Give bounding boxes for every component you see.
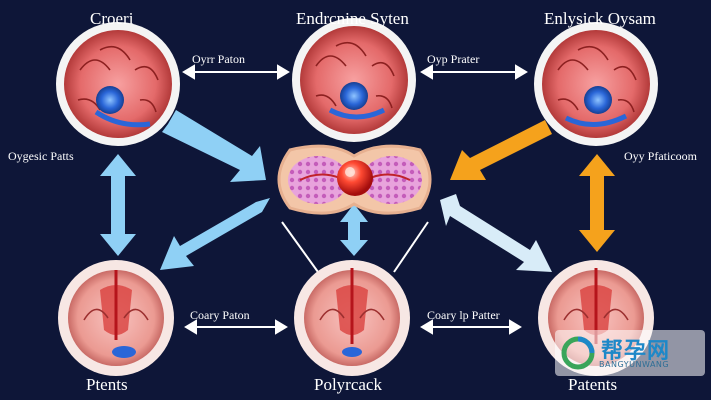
center-vertical-arrow [340, 204, 368, 256]
brain-node-top-left [56, 22, 180, 146]
organ-node-bottom-center [294, 260, 410, 376]
eye-icon [340, 82, 368, 110]
bottom-left-diagonal-arrow [160, 198, 270, 270]
label-bottom-link-right: Coary lp Patter [427, 308, 500, 322]
watermark-title: 帮孕网 [601, 339, 671, 364]
organ-node-bottom-left [58, 260, 174, 376]
center-to-bottom-line-left [281, 221, 319, 273]
label-top-link-left: Oyrr Paton [192, 52, 245, 66]
center-organ [277, 144, 432, 215]
top-left-link-arrow [182, 64, 290, 80]
bottom-right-link-arrow [420, 319, 522, 335]
label-bottom-right: Patents [568, 375, 618, 394]
brain-node-top-right [534, 22, 658, 146]
label-bottom-link-left: Coary Paton [190, 308, 250, 322]
label-top-left: Croeri [90, 9, 134, 28]
left-vertical-arrow [100, 154, 136, 256]
label-top-right: Enlysick Oysam [544, 9, 656, 28]
label-bottom-left: Ptents [86, 375, 128, 394]
connectors [100, 64, 615, 335]
label-mid-right: Oyy Pfaticoom [624, 149, 697, 163]
label-top-link-right: Oyp Prater [427, 52, 480, 66]
bottom-right-diagonal-arrow [440, 194, 552, 272]
eye-icon [96, 86, 124, 114]
label-bottom-center: Polyrcack [314, 375, 382, 394]
label-mid-left: Oygesic Patts [8, 149, 74, 163]
eye-icon [584, 86, 612, 114]
label-top-center: Endrcnine Syten [296, 9, 409, 28]
watermark-logo-icon [561, 336, 595, 370]
brain-node-top-center [292, 18, 416, 142]
bottom-left-link-arrow [184, 319, 288, 335]
right-vertical-arrow [579, 154, 615, 252]
top-right-link-arrow [420, 64, 528, 80]
center-to-bottom-line-right [393, 221, 429, 273]
top-right-diagonal-arrow [450, 120, 552, 180]
watermark-subtitle: BANGYUNWANG [599, 360, 670, 369]
center-core [337, 160, 373, 196]
top-left-diagonal-arrow [162, 110, 266, 182]
watermark: 帮孕网 BANGYUNWANG [555, 330, 705, 376]
